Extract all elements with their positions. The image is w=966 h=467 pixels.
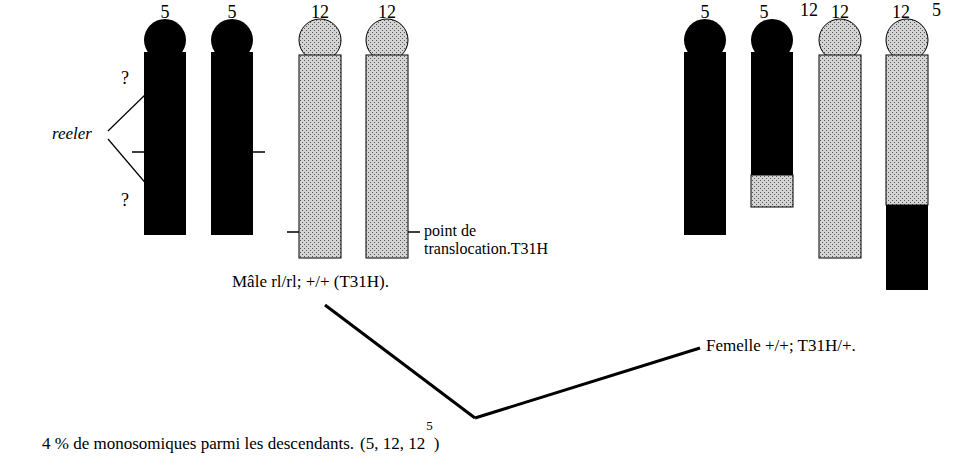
leader-line <box>108 139 148 186</box>
result-text: (5, 12, 12 <box>360 434 425 454</box>
cross-line <box>325 305 475 418</box>
chromosome-number: 5 <box>701 2 710 23</box>
leader-line <box>108 92 148 131</box>
result-text: ) <box>434 434 440 454</box>
chromosome-5 <box>684 19 726 235</box>
gene-name: reeler <box>52 124 92 144</box>
chromosome-number: 12 <box>892 2 910 23</box>
superscript-number: 5 <box>426 419 433 434</box>
result-text: 4 % de monosomiques parmi les descendant… <box>42 434 354 454</box>
genotype-label: Femelle +/+; T31H/+. <box>706 336 856 356</box>
chromosome-number: 12 <box>378 2 396 23</box>
chromosome-number: 5 <box>161 2 170 23</box>
translocation-label: point de translocation.T31H <box>424 222 574 259</box>
cross-line <box>475 348 700 418</box>
chromosome-number: 5 <box>228 2 237 23</box>
chromosome-number: 12 <box>311 2 329 23</box>
chromosome-5-12 <box>751 19 793 207</box>
question-mark: ? <box>121 68 129 89</box>
translocation-tick <box>287 231 299 233</box>
translocation-tick <box>408 231 420 233</box>
genotype-label: Mâle rl/rl; +/+ (T31H). <box>232 272 389 292</box>
question-mark: ? <box>121 190 129 211</box>
chromosome-number: 5 <box>760 2 769 23</box>
chromosome-5 <box>211 19 253 235</box>
chromosome-5 <box>144 19 186 235</box>
chromosome-12-5 <box>886 19 928 290</box>
chromosome-12 <box>299 19 341 258</box>
chromosome-12 <box>366 19 408 258</box>
chromosome-number: 12 <box>800 0 818 21</box>
locus-tick <box>132 151 144 153</box>
chromosome-12 <box>819 19 861 258</box>
chromosome-number: 12 <box>831 2 849 23</box>
chromosome-number: 5 <box>932 0 941 21</box>
locus-tick <box>253 151 265 153</box>
